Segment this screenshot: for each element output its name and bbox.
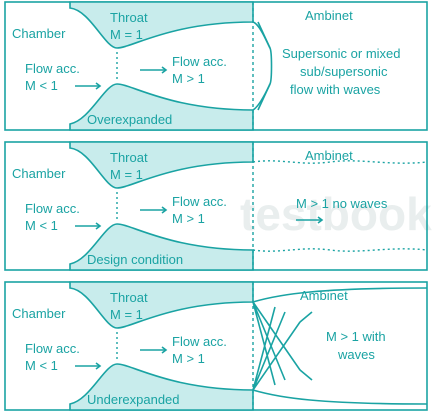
chamber-label: Chamber [12, 306, 66, 321]
chamber-label: Chamber [12, 26, 66, 41]
throat-title: Throat [110, 150, 148, 165]
arrow-out-head [161, 346, 168, 354]
flow-in-label: Flow acc. [25, 201, 80, 216]
throat-title: Throat [110, 10, 148, 25]
nozzle-lower-wall [69, 223, 254, 271]
panel-overexpanded: Chamber Throat M = 1 Flow acc. M < 1 Flo… [4, 1, 428, 131]
throat-mach: M = 1 [110, 167, 143, 182]
arrow-in-head [95, 222, 102, 230]
nozzle-lower-wall [69, 83, 254, 131]
throat-title: Throat [110, 290, 148, 305]
flow-in-mach: M < 1 [25, 218, 58, 233]
ambient-label: Ambinet [300, 288, 348, 303]
panel-design-condition: Chamber Throat M = 1 Flow acc. M < 1 Flo… [4, 141, 428, 271]
shock-lines [257, 21, 271, 111]
jet-boundary-lower [252, 389, 428, 405]
ambient-label: Ambinet [305, 8, 353, 23]
ambient-note-1: Supersonic or mixed [282, 46, 401, 61]
flow-out-label: Flow acc. [172, 194, 227, 209]
throat-mach: M = 1 [110, 27, 143, 42]
throat-mach: M = 1 [110, 307, 143, 322]
flow-in-mach: M < 1 [25, 78, 58, 93]
nozzle-upper-wall [69, 281, 254, 329]
flow-out-mach: M > 1 [172, 211, 205, 226]
arrow-out-head [161, 206, 168, 214]
jet-boundary-upper [252, 287, 428, 303]
flow-out-label: Flow acc. [172, 334, 227, 349]
nozzle-lower-wall [69, 363, 254, 411]
ambient-note-2: sub/supersonic [300, 64, 388, 79]
panel-underexpanded: Chamber Throat M = 1 Flow acc. M < 1 Flo… [4, 281, 428, 411]
arrow-ambient-head [317, 216, 324, 224]
arrow-out-head [161, 66, 168, 74]
condition-label: Underexpanded [87, 392, 180, 407]
condition-label: Overexpanded [87, 112, 172, 127]
arrow-in-head [95, 82, 102, 90]
flow-in-label: Flow acc. [25, 341, 80, 356]
ambient-label: Ambinet [305, 148, 353, 163]
ambient-note-1: M > 1 no waves [296, 196, 388, 211]
flow-out-label: Flow acc. [172, 54, 227, 69]
arrow-in-head [95, 362, 102, 370]
wave-lines [252, 301, 313, 391]
ambient-note-2: waves [337, 347, 375, 362]
nozzle-upper-wall [69, 141, 254, 189]
flow-out-mach: M > 1 [172, 71, 205, 86]
ambient-note-3: flow with waves [290, 82, 381, 97]
condition-label: Design condition [87, 252, 183, 267]
jet-boundary-lower [252, 248, 428, 252]
jet-boundary [252, 21, 273, 111]
ambient-note-1: M > 1 with [326, 329, 386, 344]
watermark: testbook [240, 188, 432, 240]
flow-in-mach: M < 1 [25, 358, 58, 373]
flow-out-mach: M > 1 [172, 351, 205, 366]
nozzle-upper-wall [69, 1, 254, 49]
flow-in-label: Flow acc. [25, 61, 80, 76]
chamber-label: Chamber [12, 166, 66, 181]
